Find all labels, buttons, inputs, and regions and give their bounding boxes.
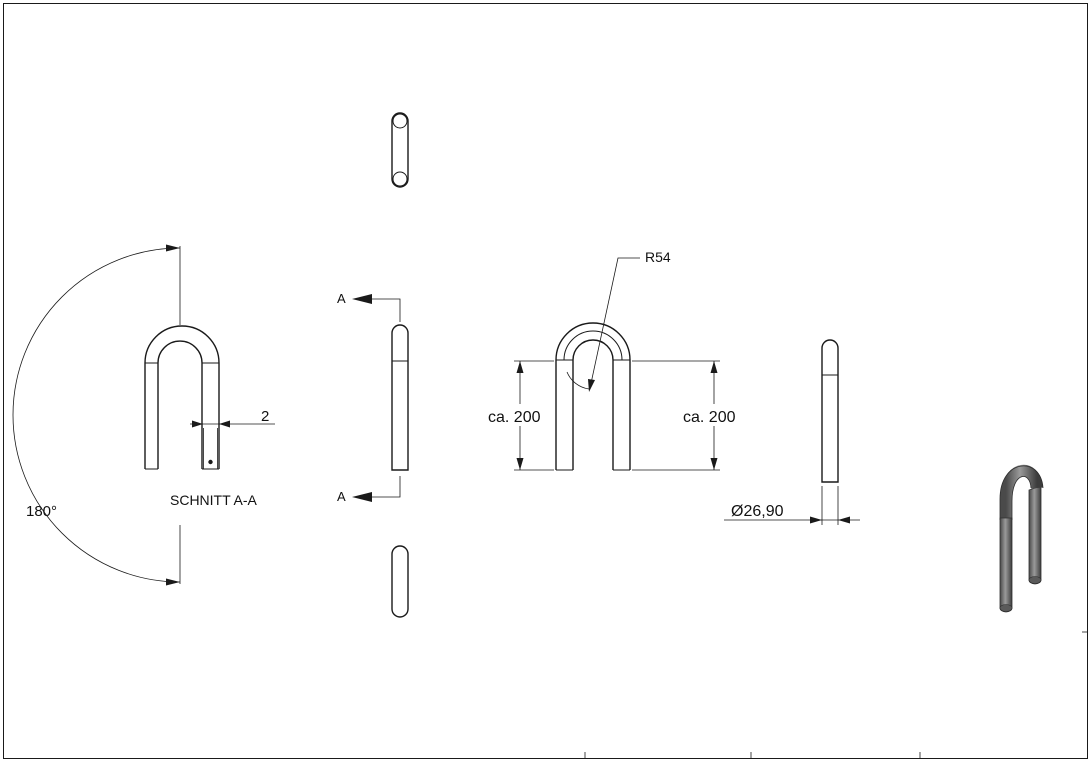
height-label-left: ca. 200 (488, 409, 541, 426)
section-view: 180° 2 SCHNITT A-A (12, 244, 275, 586)
render-rear-leg (1028, 485, 1042, 585)
render-front-leg (999, 517, 1013, 613)
diameter-label: Ø26,90 (731, 503, 784, 520)
angle-arrow-bottom-icon (166, 578, 180, 586)
radius-leader (589, 257, 640, 389)
front-bend-tangent (563, 330, 623, 361)
bottom-end-view (391, 545, 409, 618)
radius-arrow-icon (588, 379, 595, 392)
top-end-view (391, 112, 409, 188)
radius-label: R54 (645, 249, 671, 265)
height-arrow-right-bottom-icon (710, 458, 718, 470)
profile-outline (821, 339, 839, 483)
section-line-top (365, 298, 401, 322)
diameter-arrow-left-icon (810, 516, 822, 524)
side-elevation (391, 324, 409, 471)
height-label-right: ca. 200 (683, 409, 736, 426)
height-arrow-left-bottom-icon (516, 458, 524, 470)
height-arrow-left-top-icon (516, 361, 524, 373)
section-outer-outline (144, 325, 220, 469)
front-view: R54 ca. 200 ca. 200 (486, 249, 750, 471)
height-arrow-right-top-icon (710, 361, 718, 373)
diameter-arrow-right-icon (838, 516, 850, 524)
angle-arc (12, 247, 181, 583)
angle-label: 180° (26, 503, 57, 520)
section-inner-outline (157, 340, 203, 469)
drawing-frame (3, 3, 1088, 759)
section-arrow-bottom-icon (352, 492, 372, 502)
profile-view: Ø26,90 (724, 339, 860, 525)
section-marker-top: A (337, 291, 346, 306)
section-arrow-top-icon (352, 294, 372, 304)
front-outer-outline (555, 322, 631, 470)
section-line-bottom (365, 476, 401, 498)
angle-arrow-top-icon (166, 244, 180, 252)
section-title: SCHNITT A-A (170, 492, 258, 508)
render-bend (1000, 464, 1043, 520)
thickness-label: 2 (261, 408, 269, 425)
front-inner-outline (572, 339, 614, 470)
isometric-render (999, 464, 1044, 613)
section-hatch-dot-icon (208, 459, 213, 465)
side-view: A A (337, 112, 409, 618)
thickness-arrow-right-icon (219, 420, 230, 428)
frame-ticks (584, 631, 1087, 758)
section-marker-bottom: A (337, 489, 346, 504)
render-bend-outline (999, 465, 1044, 520)
thickness-arrow-left-icon (192, 420, 203, 428)
